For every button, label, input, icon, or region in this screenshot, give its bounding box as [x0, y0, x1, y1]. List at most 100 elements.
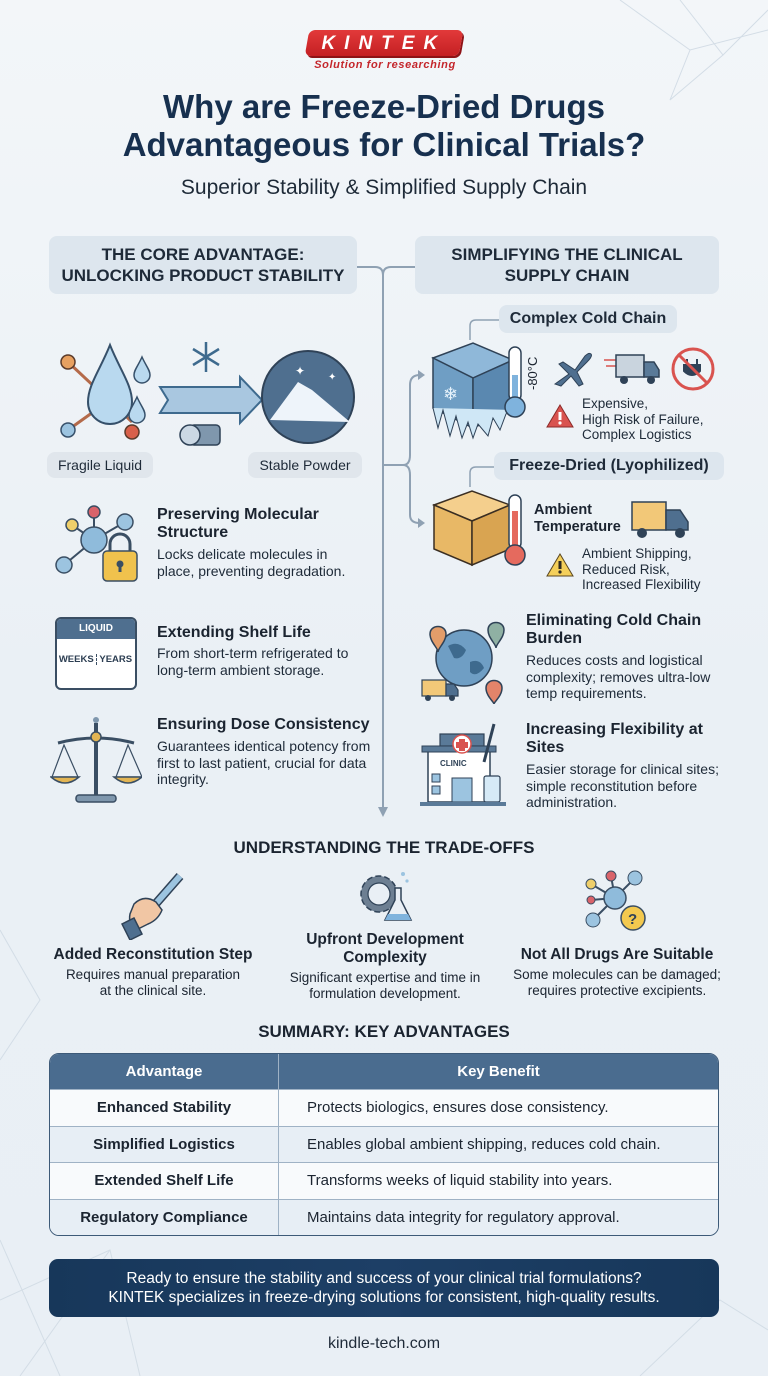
item-title: Preserving Molecular Structure [157, 506, 319, 541]
call-to-action-banner[interactable]: Ready to ensure the stability and succes… [49, 1259, 719, 1317]
item-desc: Locks delicate molecules in place, preve… [157, 546, 346, 579]
frozen-container-icon: ❄ [431, 342, 515, 440]
svg-text:CLINIC: CLINIC [440, 759, 467, 768]
item-desc: From short-term refrigerated to long-ter… [157, 645, 349, 678]
tradeoff-title-line2: Complexity [343, 949, 427, 966]
heading-line1: SIMPLIFYING THE CLINICAL [451, 245, 683, 264]
complex-cold-chain-label: Complex Cold Chain [499, 305, 677, 333]
table-row: Extended Shelf Life Transforms weeks of … [50, 1162, 718, 1199]
calendar-header: LIQUID [57, 619, 135, 639]
balance-scale-icon [50, 717, 142, 803]
heading-line1: THE CORE ADVANTAGE: [101, 245, 305, 264]
item-desc: Reduces costs and logistical complexity;… [526, 652, 711, 701]
calendar-years: YEARS [99, 654, 133, 665]
warning-red-icon [546, 404, 574, 428]
delivery-truck-icon [604, 354, 660, 384]
heading-line2: UNLOCKING PRODUCT STABILITY [61, 266, 345, 285]
table-row: Regulatory Compliance Maintains data int… [50, 1198, 718, 1235]
benefit-3: Increased Flexibility [582, 577, 701, 592]
airplane-icon [553, 352, 592, 387]
tradeoff-desc-line2: requires protective excipients. [527, 983, 707, 998]
item-title: Extending Shelf Life [157, 624, 311, 641]
thermometer-cold-icon [504, 346, 526, 418]
freeze-dried-label: Freeze-Dried (Lyophilized) [494, 452, 724, 480]
page-title-line1: Why are Freeze-Dried Drugs [163, 88, 605, 125]
page-subtitle: Superior Stability & Simplified Supply C… [180, 176, 588, 199]
clinic-icon: CLINIC [420, 723, 506, 806]
tradeoff-title: Added Reconstitution Step [53, 946, 253, 963]
tradeoff-desc-line2: at the clinical site. [99, 983, 207, 998]
calendar-icon: LIQUID WEEKS YEARS [55, 617, 137, 690]
column-header-key-benefit: Key Benefit [278, 1054, 718, 1089]
molecule-question-icon: ? [585, 870, 646, 931]
table-header-row: Advantage Key Benefit [50, 1054, 718, 1089]
tradeoff-reconstitution: Added Reconstitution Step Requires manua… [38, 946, 268, 999]
label-line1: Ambient [534, 502, 592, 518]
fragile-liquid-label: Fragile Liquid [47, 452, 153, 478]
snowflake-icon [192, 342, 220, 372]
arrow-icon [158, 374, 264, 426]
ambient-temperature-label: Ambient Temperature [534, 502, 621, 535]
svg-text:?: ? [628, 911, 637, 928]
temperature-label: -80°C [525, 356, 540, 390]
advantage-cell: Extended Shelf Life [50, 1162, 278, 1199]
powder-icon: ✦ ✦ [261, 350, 355, 444]
cardboard-box-icon [431, 490, 513, 567]
thermometer-warm-icon [504, 494, 526, 566]
svg-text:✦: ✦ [295, 364, 305, 378]
footer-url-link[interactable]: kindle-tech.com [327, 1335, 441, 1352]
benefit-cell: Maintains data integrity for regulatory … [278, 1198, 718, 1235]
freeze-drying-process-illustration: ✦ ✦ [60, 342, 355, 446]
summary-heading: SUMMARY: KEY ADVANTAGES [258, 1022, 510, 1041]
core-advantage-heading: THE CORE ADVANTAGE: UNLOCKING PRODUCT ST… [49, 236, 357, 294]
summary-table: Advantage Key Benefit Enhanced Stability… [49, 1053, 719, 1236]
svg-text:❄: ❄ [443, 384, 458, 404]
cta-line2: KINTEK specializes in freeze-drying solu… [108, 1289, 660, 1306]
tradeoff-title: Not All Drugs Are Suitable [520, 946, 714, 963]
gear-flask-icon [360, 872, 413, 921]
liquid-drop-icon [60, 342, 151, 440]
tradeoff-desc-line1: Significant expertise and time in [289, 970, 481, 985]
cold-chain-risks: Expensive, High Risk of Failure, Complex… [582, 396, 732, 443]
advantage-cell: Enhanced Stability [50, 1089, 278, 1126]
supply-chain-heading: SIMPLIFYING THE CLINICAL SUPPLY CHAIN [415, 236, 719, 294]
benefit-cell: Transforms weeks of liquid stability int… [278, 1162, 718, 1199]
tradeoff-title-line1: Upfront Development [306, 931, 464, 948]
cta-line1: Ready to ensure the stability and succes… [126, 1270, 642, 1287]
benefit-cell: Protects biologics, ensures dose consist… [278, 1089, 718, 1126]
item-desc: Easier storage for clinical sites; simpl… [526, 761, 719, 810]
page-title-line2: Advantageous for Clinical Trials? [122, 126, 646, 163]
no-power-icon [671, 347, 715, 391]
molecule-lock-icon [55, 505, 138, 582]
kintek-logo: KINTEK [304, 30, 464, 56]
item-title: Ensuring Dose Consistency [157, 716, 370, 733]
risk-2: High Risk of Failure, [582, 411, 704, 427]
left-item-dose-consistency: Ensuring Dose Consistency Guarantees ide… [157, 716, 372, 788]
tradeoff-development-complexity: Upfront Development Complexity Significa… [270, 931, 500, 1002]
logo-text: KINTEK [321, 33, 447, 54]
freeze-dried-benefits: Ambient Shipping, Reduced Risk, Increase… [582, 546, 732, 593]
svg-text:✦: ✦ [328, 372, 336, 383]
risk-3: Complex Logistics [582, 427, 692, 442]
right-item-site-flexibility: Increasing Flexibility at Sites Easier s… [526, 721, 741, 811]
tradeoff-drug-suitability: Not All Drugs Are Suitable Some molecule… [497, 946, 737, 999]
calendar-weeks: WEEKS [57, 654, 97, 665]
tradeoffs-heading: UNDERSTANDING THE TRADE-OFFS [233, 838, 535, 857]
heading-line2: SUPPLY CHAIN [504, 266, 630, 285]
hand-syringe-icon [120, 873, 184, 940]
risk-1: Expensive, [582, 396, 649, 411]
left-item-shelf-life: Extending Shelf Life From short-term ref… [157, 624, 367, 678]
pill-connector [469, 319, 500, 340]
item-title: Eliminating Cold Chain Burden [526, 612, 702, 647]
benefit-cell: Enables global ambient shipping, reduces… [278, 1125, 718, 1162]
globe-route-icon [421, 621, 505, 704]
right-item-cold-chain-burden: Eliminating Cold Chain Burden Reduces co… [526, 612, 736, 702]
table-row: Simplified Logistics Enables global ambi… [50, 1125, 718, 1162]
column-header-advantage: Advantage [50, 1054, 278, 1089]
tradeoff-desc-line1: Some molecules can be damaged; [513, 967, 721, 982]
label-line2: Temperature [534, 518, 621, 535]
benefit-1: Ambient Shipping, [582, 546, 692, 561]
pill-connector [469, 466, 500, 487]
benefit-2: Reduced Risk, [582, 561, 670, 577]
tradeoff-desc-line1: Requires manual preparation [65, 967, 241, 982]
